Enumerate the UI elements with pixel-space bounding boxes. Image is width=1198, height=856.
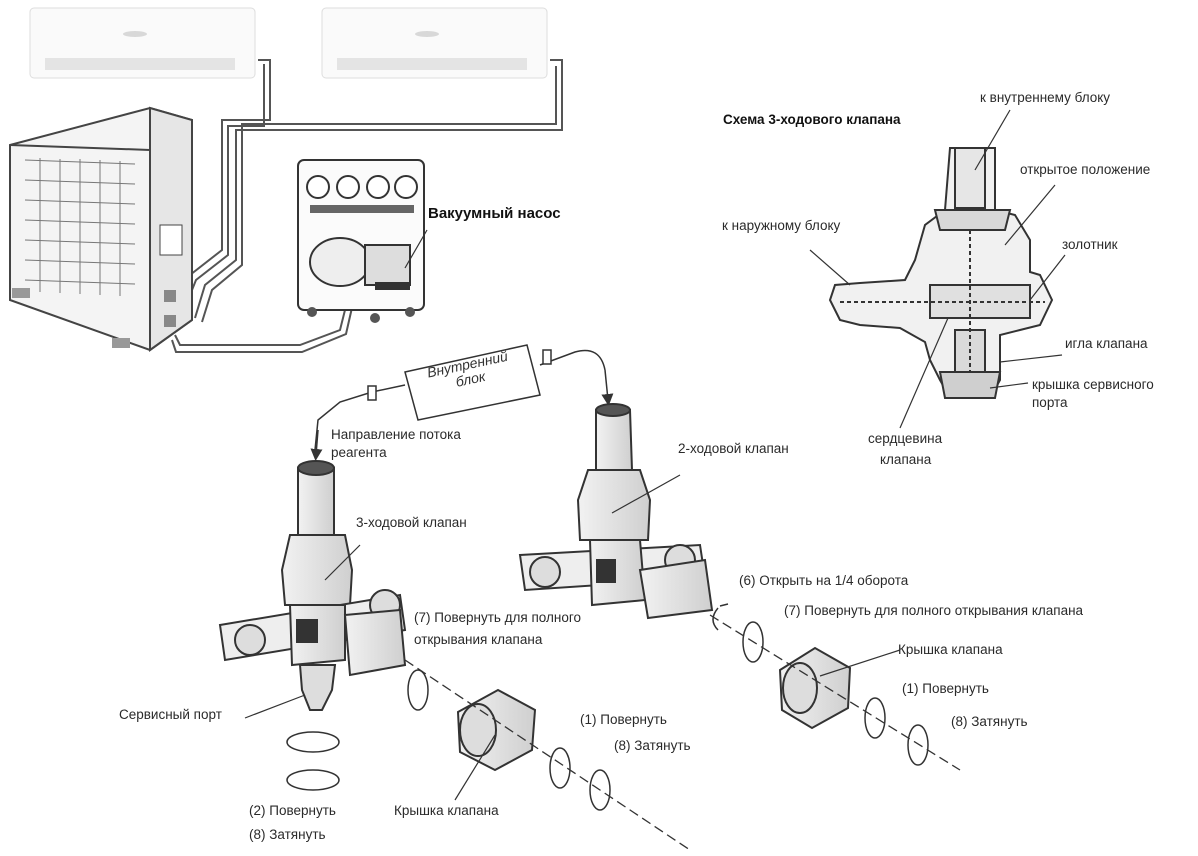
two-way-valve-label: 2-ходовой клапан <box>678 441 789 456</box>
indoor-unit-2-icon <box>321 7 548 79</box>
step8-left-cap-label: (8) Затянуть <box>614 738 691 753</box>
step7-left-label-2: открывания клапана <box>414 632 543 647</box>
step1-left-label: (1) Повернуть <box>580 712 667 727</box>
flow-direction-label-1: Направление потока <box>331 427 461 442</box>
axis-lines <box>404 614 961 851</box>
schema-title: Схема 3-ходового клапана <box>723 112 901 127</box>
valve-cap-left-label: Крышка клапана <box>394 803 499 818</box>
valve-cap-left-icon <box>456 688 537 772</box>
three-way-valve-icon <box>218 460 407 711</box>
service-port-label: Сервисный порт <box>119 707 222 722</box>
three-way-valve-schematic-icon <box>828 147 1054 399</box>
valve-cap-right-label: Крышка клапана <box>898 642 1003 657</box>
step8-left-port-label: (8) Затянуть <box>249 827 326 842</box>
step2-label: (2) Повернуть <box>249 803 336 818</box>
step7-right-label: (7) Повернуть для полного открывания кла… <box>784 603 1084 618</box>
spool-label: золотник <box>1062 237 1118 252</box>
open-position-label: открытое положение <box>1020 162 1151 177</box>
vacuum-pump-label: Вакуумный насос <box>428 205 561 222</box>
step7-left-label-1: (7) Повернуть для полного <box>414 610 581 625</box>
service-port-cap-label-1: крышка сервисного <box>1032 377 1154 392</box>
valve-core-label-2: клапана <box>880 452 932 467</box>
service-port-cap-label-2: порта <box>1032 395 1068 410</box>
vacuum-pump-icon <box>297 159 425 323</box>
indoor-unit-1-icon <box>29 7 256 79</box>
rotation-arrow-icon <box>286 603 929 811</box>
to-indoor-unit-label: к внутреннему блоку <box>980 90 1111 105</box>
indoor-block-box-icon <box>404 344 541 421</box>
outdoor-unit-icon <box>9 106 193 352</box>
three-way-valve-label: 3-ходовой клапан <box>356 515 467 530</box>
to-outdoor-unit-label: к наружному блоку <box>722 218 841 233</box>
two-way-valve-icon <box>518 403 714 620</box>
schematic-leader-lines <box>809 109 1066 429</box>
step8-right-label: (8) Затянуть <box>951 714 1028 729</box>
valve-cap-right-icon <box>778 646 852 730</box>
step6-label: (6) Открыть на 1/4 оборота <box>739 573 909 588</box>
valve-needle-label: игла клапана <box>1065 336 1148 351</box>
flow-lines <box>310 349 614 461</box>
step1-right-label: (1) Повернуть <box>902 681 989 696</box>
flow-direction-label-2: реагента <box>331 445 387 460</box>
valve-core-label-1: сердцевина <box>868 431 943 446</box>
